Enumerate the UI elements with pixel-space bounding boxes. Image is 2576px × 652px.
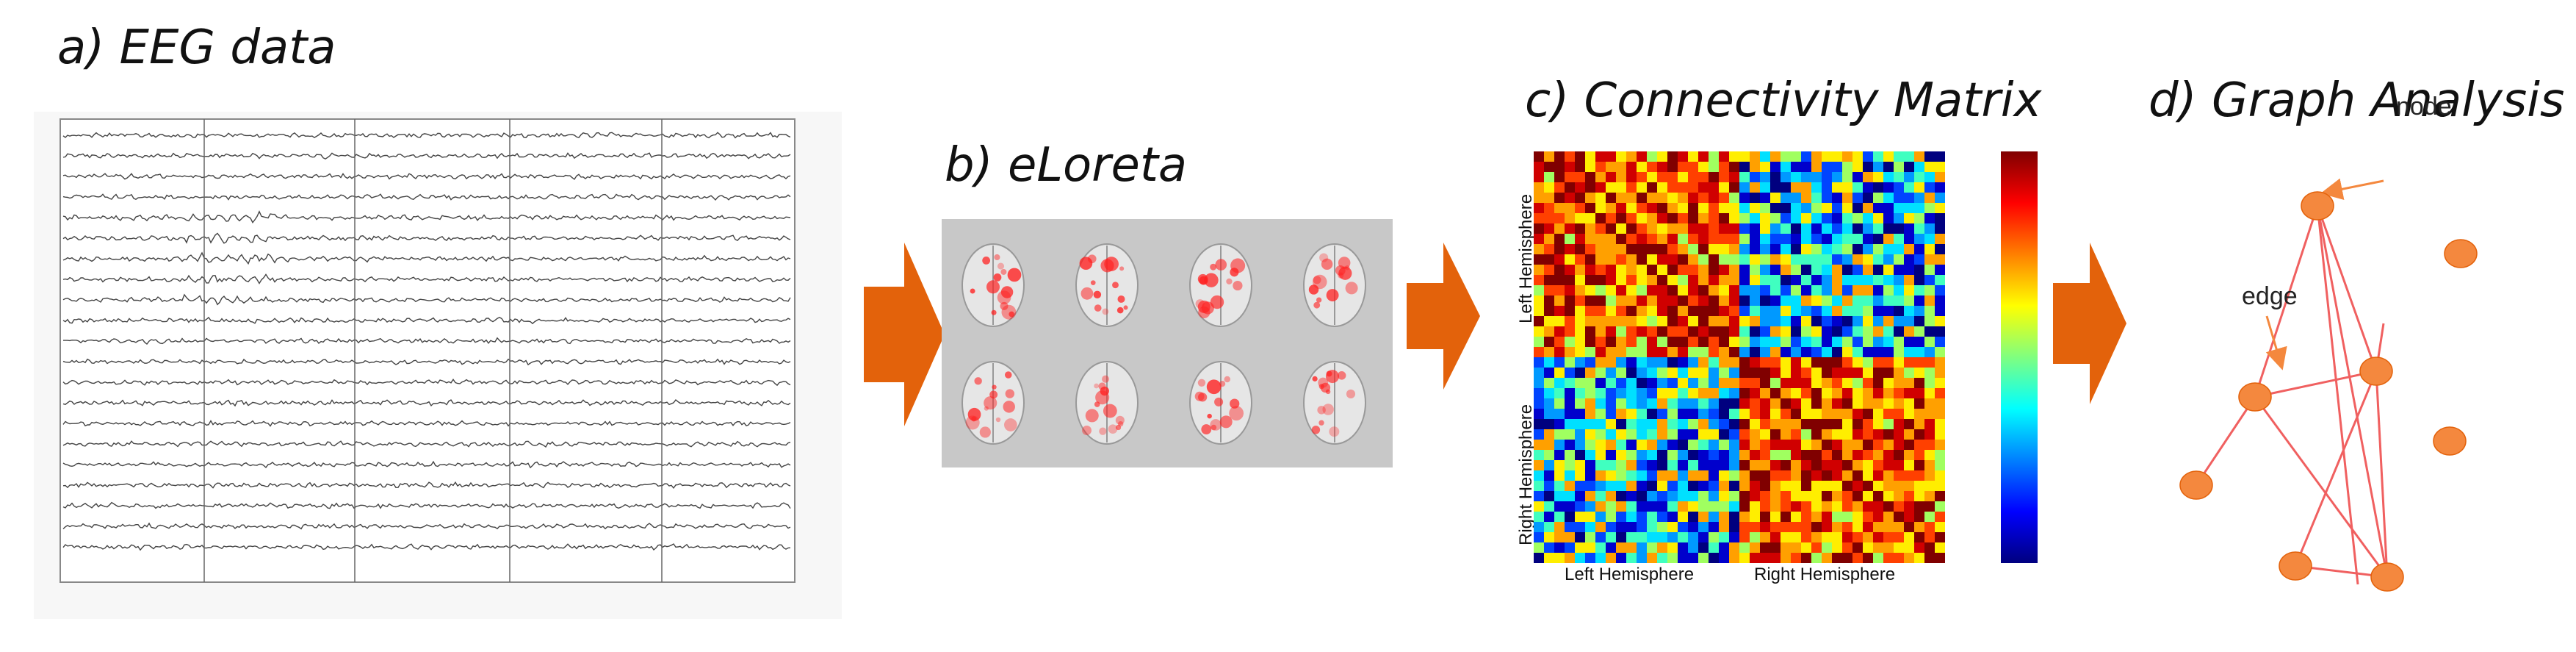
graph-edge	[2254, 396, 2389, 578]
eeg-trace	[62, 543, 791, 551]
arrow-c-to-d	[2053, 243, 2126, 404]
graph-edge	[2294, 370, 2378, 567]
graph-node	[2359, 357, 2393, 386]
panel-b-title: b) eLoreta	[945, 138, 1188, 193]
graph-node	[2179, 470, 2213, 500]
brain-map	[1189, 361, 1252, 445]
eeg-trace	[62, 358, 791, 366]
graph-edge	[2316, 205, 2359, 585]
eeg-trace	[62, 378, 791, 387]
eeg-trace	[62, 481, 791, 490]
graph-node	[2444, 239, 2478, 268]
edge-label: edge	[2242, 282, 2298, 310]
panel-a-title: a) EEG data	[57, 21, 336, 75]
eeg-trace	[62, 193, 791, 201]
eeg-trace	[62, 232, 791, 244]
eeg-trace	[62, 420, 791, 427]
graph-edge	[2316, 205, 2378, 372]
eeg-trace	[62, 251, 791, 265]
eeg-trace	[63, 337, 791, 345]
graph-node	[2370, 562, 2404, 592]
eeg-trace	[62, 440, 791, 448]
eeg-trace	[62, 152, 791, 160]
panel-d-title: d) Graph Analysis	[2149, 74, 2565, 128]
eeg-plot-area	[59, 118, 795, 583]
graph-edge	[2195, 396, 2256, 486]
brain-map	[1075, 361, 1139, 445]
graph-network	[2179, 178, 2478, 592]
eeg-trace-panel	[34, 112, 842, 619]
matrix-xlabel-right-hemisphere: Right Hemisphere	[1754, 565, 1896, 584]
eeg-trace	[62, 293, 791, 306]
graph-edge	[2375, 370, 2389, 578]
eeg-trace	[62, 316, 791, 325]
graph-node	[2301, 191, 2334, 221]
eeg-trace	[62, 210, 791, 223]
eeg-trace	[62, 273, 791, 284]
brain-map	[962, 361, 1025, 445]
graph-edge	[2254, 370, 2377, 398]
graph-node	[2279, 551, 2312, 581]
graph-node	[2433, 426, 2467, 456]
eloreta-brain-panel	[942, 219, 1393, 467]
arrow-b-to-c	[1407, 243, 1480, 390]
graph-node	[2238, 382, 2272, 412]
brain-map	[1303, 243, 1366, 327]
connectivity-matrix-heatmap	[1534, 151, 1945, 563]
brain-map	[1075, 243, 1139, 327]
node-label: node	[2396, 93, 2452, 121]
graph-edge	[2254, 205, 2319, 398]
node-pointer-arrow	[2320, 178, 2384, 201]
arrow-a-to-b	[864, 243, 945, 426]
eeg-trace	[62, 132, 791, 139]
eeg-trace	[62, 460, 791, 469]
matrix-xlabel-left-hemisphere: Left Hemisphere	[1565, 565, 1695, 584]
graph-edge	[2316, 205, 2389, 578]
panel-c-title: c) Connectivity Matrix	[1525, 74, 2042, 128]
brain-map	[1189, 243, 1252, 327]
brain-map	[1303, 361, 1366, 445]
eeg-trace	[62, 501, 791, 509]
edge-pointer-arrow	[2265, 315, 2287, 370]
eeg-trace	[62, 399, 791, 407]
eeg-trace	[62, 173, 791, 180]
eeg-trace	[62, 522, 791, 530]
colorbar	[2001, 151, 2038, 563]
brain-map	[962, 243, 1025, 327]
